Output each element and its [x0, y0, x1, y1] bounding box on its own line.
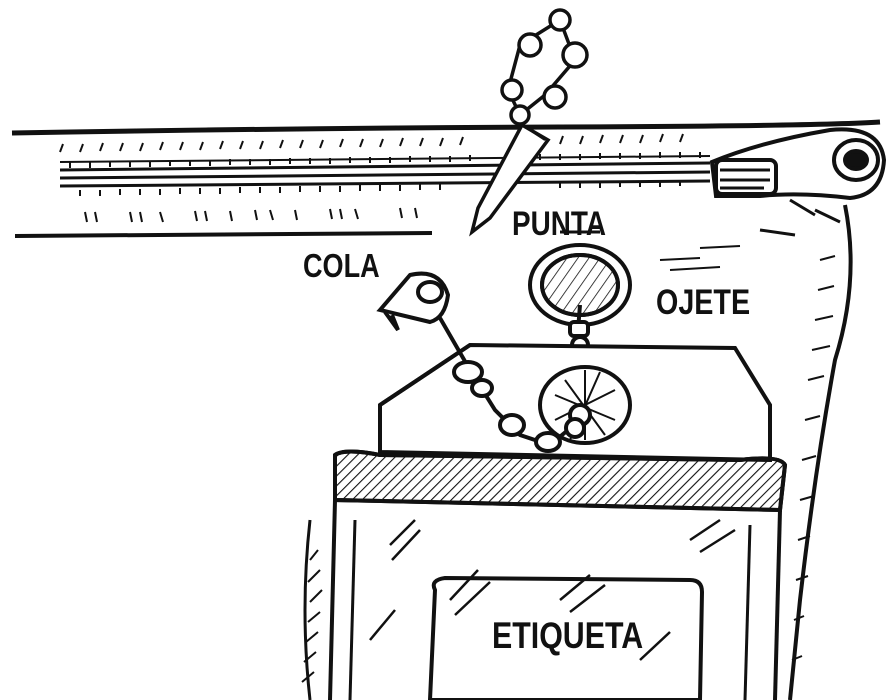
- label-punta: PUNTA: [512, 205, 606, 244]
- tag-pocket: [330, 500, 780, 700]
- tag-band: [335, 452, 785, 511]
- upper-eyelet: [530, 245, 630, 353]
- label-cola: COLA: [303, 247, 380, 285]
- pull-chain: [472, 10, 587, 232]
- zipper-slider: [712, 129, 884, 222]
- label-etiqueta: ETIQUETA: [492, 615, 643, 657]
- label-ojete: OJETE: [656, 283, 750, 323]
- fabric-folds: [302, 520, 322, 700]
